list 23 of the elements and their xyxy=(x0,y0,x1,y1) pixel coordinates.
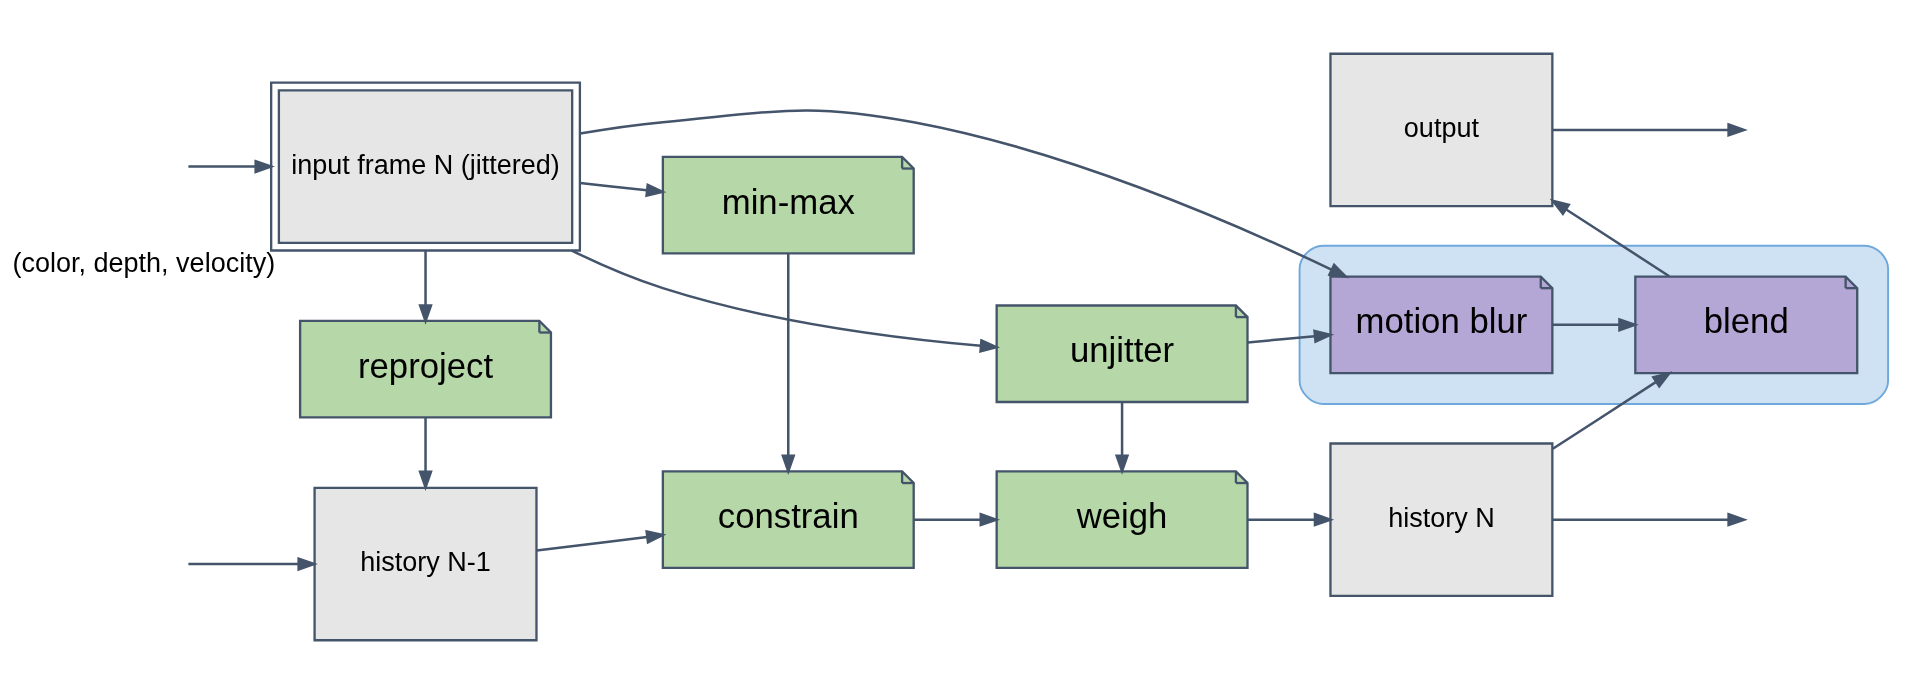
arrow xyxy=(1552,371,1673,450)
arrow xyxy=(571,249,1001,353)
node-box: history N-1 xyxy=(313,486,538,642)
arrow xyxy=(1552,122,1748,138)
arrow xyxy=(1247,329,1335,344)
arrow xyxy=(418,418,433,491)
arrow xyxy=(418,251,433,325)
arrow xyxy=(188,556,318,572)
arrow xyxy=(580,181,667,198)
arrow xyxy=(781,253,796,475)
arrow xyxy=(188,159,275,174)
cluster xyxy=(1298,244,1890,405)
arrow xyxy=(1552,317,1639,332)
node-box: history N xyxy=(1329,442,1554,598)
node-box: input frame N (jittered) xyxy=(270,81,582,252)
arrow xyxy=(1247,512,1335,527)
arrow xyxy=(579,109,1350,279)
arrow xyxy=(1549,198,1670,278)
arrow xyxy=(914,512,1000,527)
arrow xyxy=(536,529,667,552)
arrow xyxy=(1114,402,1130,475)
node-box: output xyxy=(1329,52,1554,208)
arrow xyxy=(1552,512,1748,527)
